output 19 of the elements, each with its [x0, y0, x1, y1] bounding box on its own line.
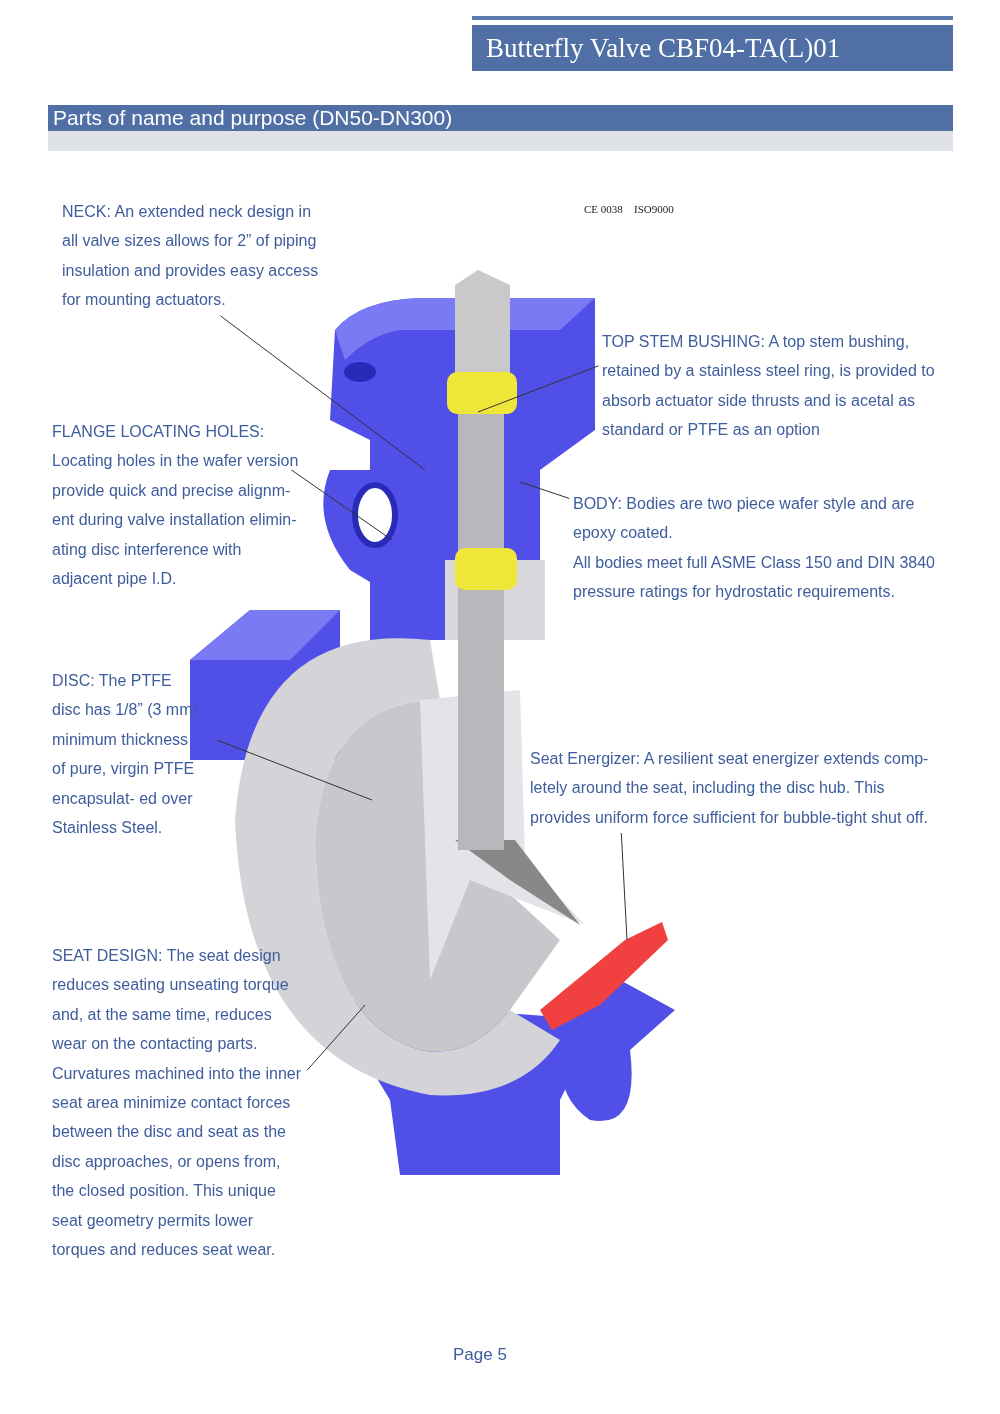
- leader-line: [216, 739, 373, 801]
- leader-line: [519, 481, 570, 499]
- callout-text: BODY: Bodies are two piece wafer style and are epoxy coated.: [573, 494, 916, 544]
- section-heading: Parts of name and purpose (DN50-DN300): [48, 105, 953, 151]
- callout-text: FLANGE LOCATING HOLES:: [52, 422, 266, 442]
- callout-text: SEAT DESIGN: The seat design reduces seating unseating torque and, at the same time, reduces wear on the contacting parts. Curvatures machined into the inner seat area minimize contact forces between the disc and seat as the disc approaches, or opens from, the closed position. This unique seat geometry permits lower torques and reduces seat wear.: [52, 946, 302, 1261]
- callout-text: NECK: An extended neck design in all valve sizes allows for 2” of piping insulation and provides easy access for mounting actuators.: [62, 202, 320, 311]
- title-banner: Butterfly Valve CBF04-TA(L)01: [472, 25, 953, 71]
- leader-line: [306, 1004, 366, 1071]
- callout-text: All bodies meet full ASME Class 150 and DIN 3840 pressure ratings for hydrostatic requirements.: [573, 552, 936, 603]
- callout-text: Seat Energizer: A resilient seat energizer extends comp- letely around the seat, including the disc hub. This provides uniform force sufficient for bubble-tight shut off.: [530, 749, 930, 828]
- callout-text: TOP STEM BUSHING: A top stem bushing, retained by a stainless steel ring, is provided to absorb actuator side thrusts and is acetal as standard or PTFE as an option: [602, 332, 936, 441]
- leader-line: [620, 832, 628, 941]
- callout-text: Locating holes in the wafer version provide quick and precise alignm- ent during valve installation elimin- ating disc interference with adjacent pipe I.D.: [52, 451, 300, 590]
- page-number: Page 5: [453, 1345, 507, 1365]
- certification-caption: CE 0038: [584, 203, 623, 215]
- leader-line: [290, 469, 393, 541]
- leader-line: [219, 315, 426, 471]
- certification-caption: ISO9000: [634, 203, 674, 215]
